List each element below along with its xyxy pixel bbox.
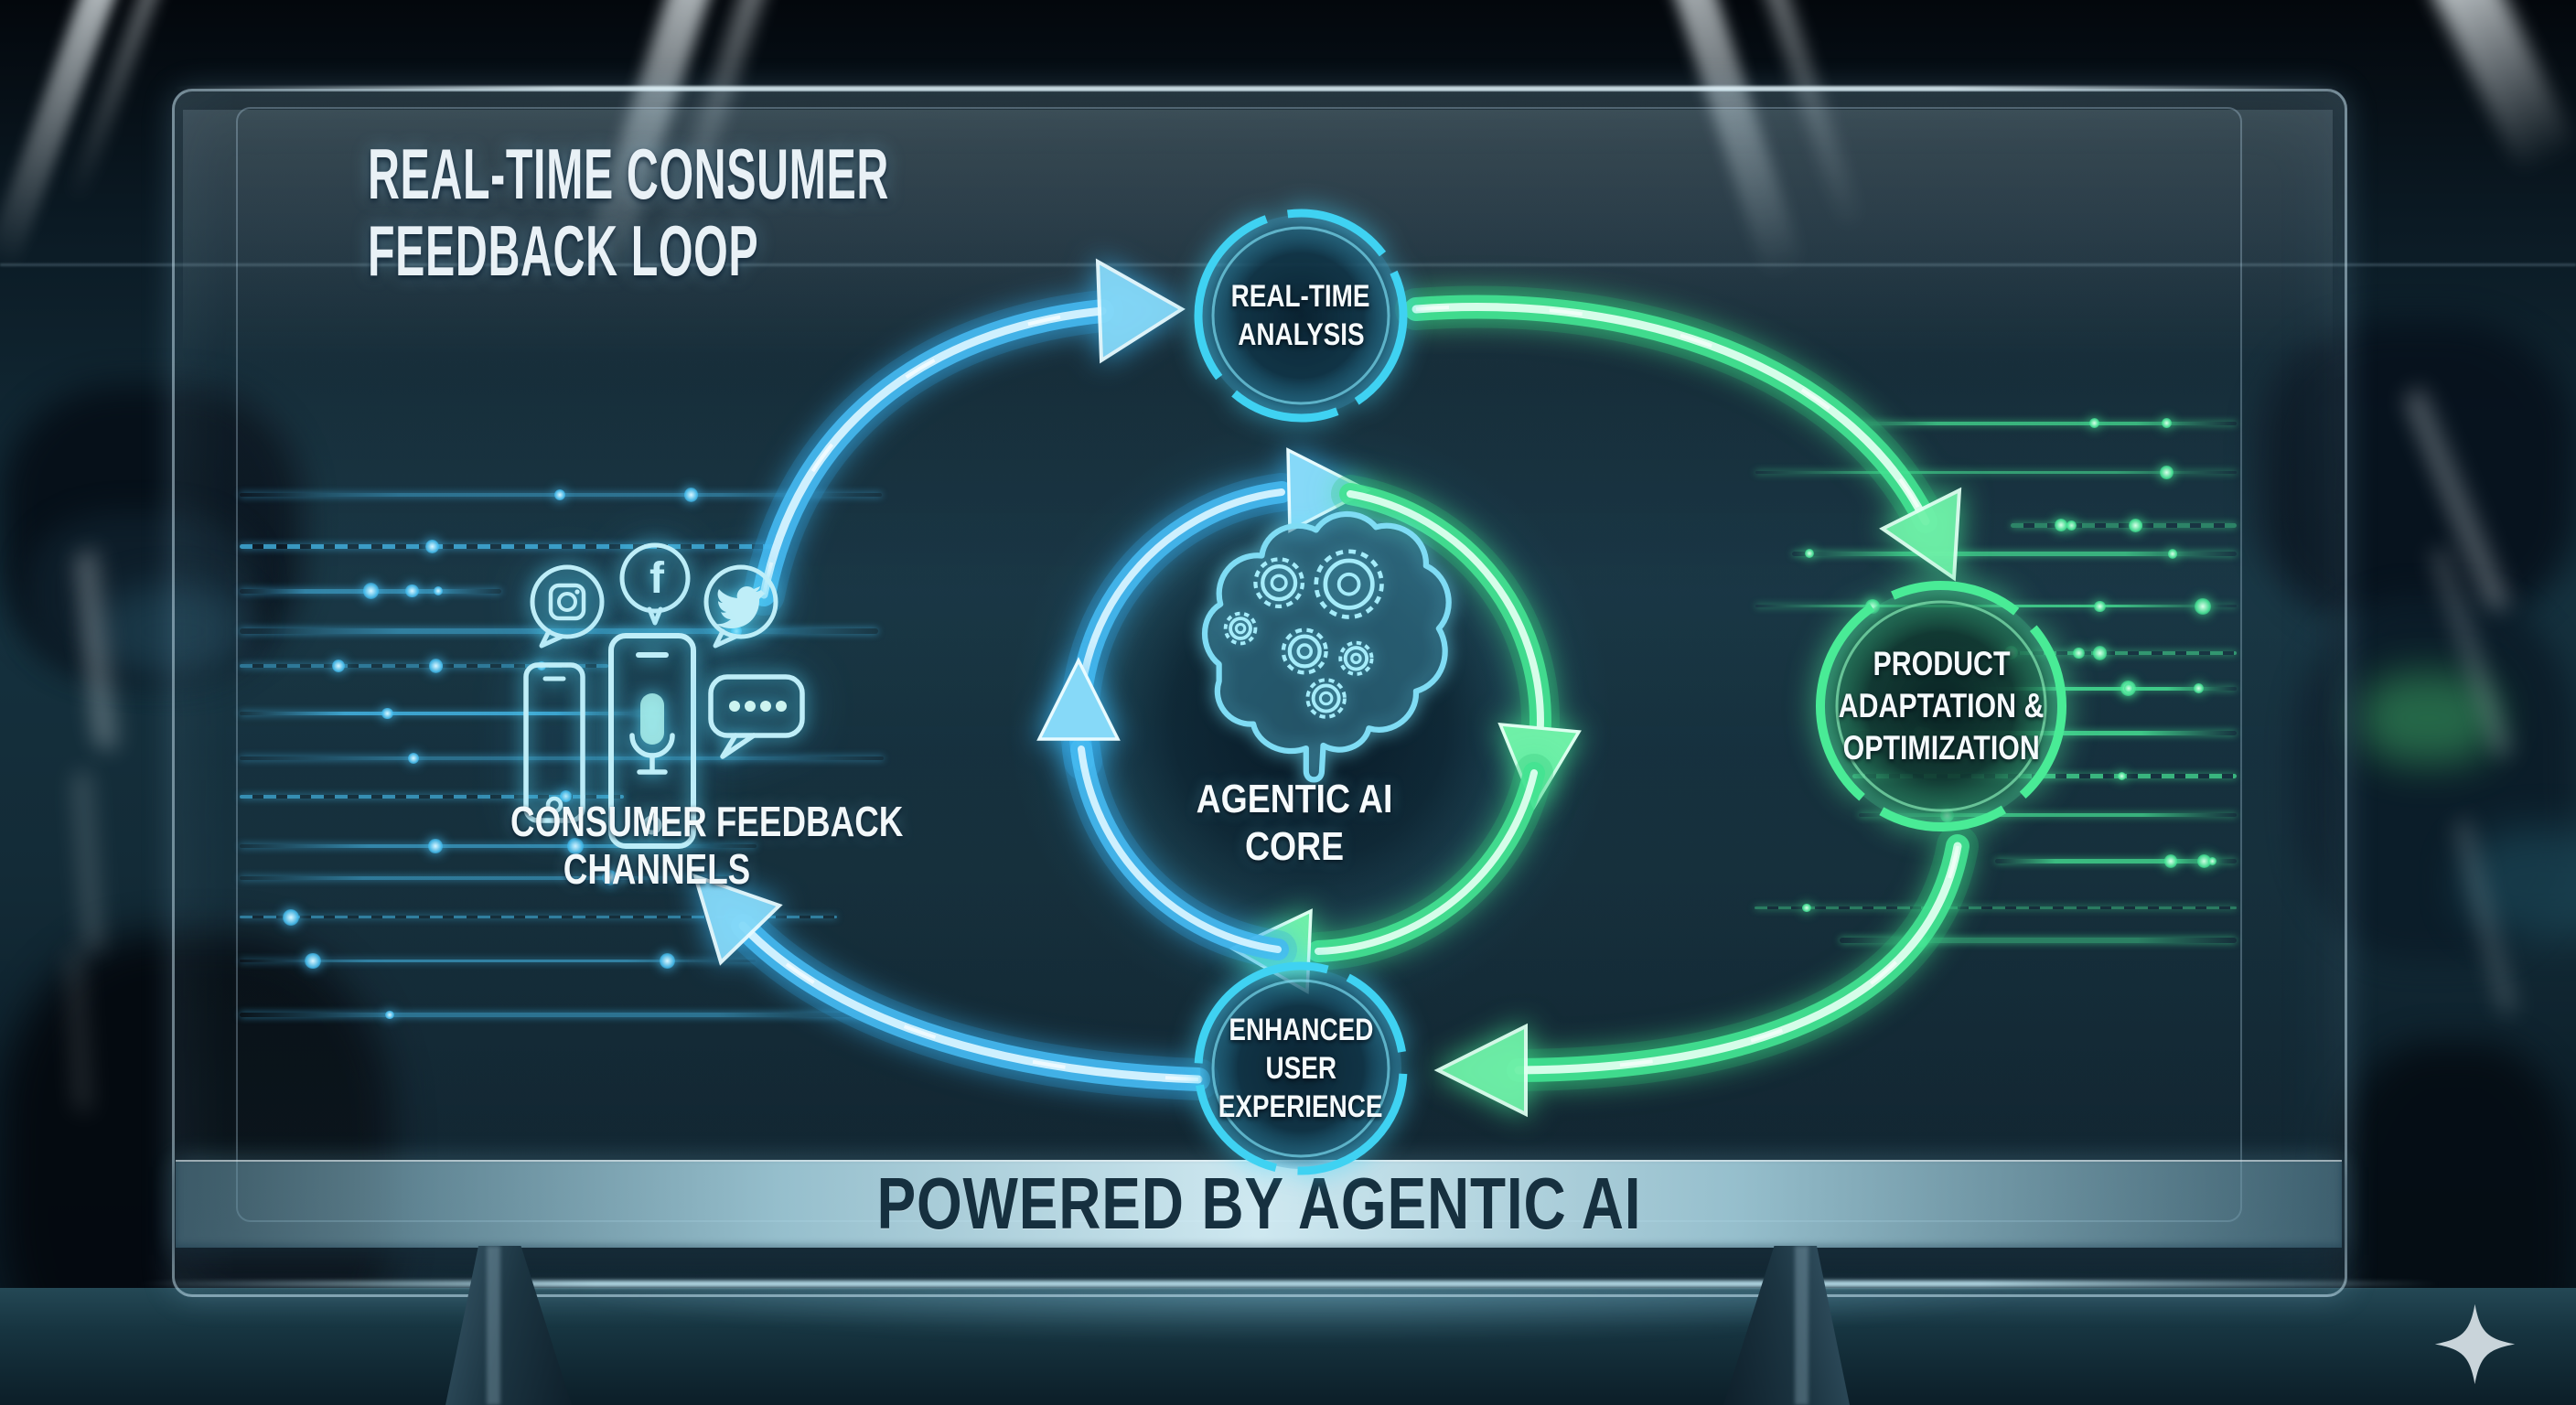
page-title: REAL-TIME CONSUMER FEEDBACK LOOP <box>368 135 1208 289</box>
background-blob <box>2360 672 2497 764</box>
node-label-line: REAL-TIME <box>1231 279 1370 314</box>
banner-text: POWERED BY AGENTIC AI <box>876 1163 1641 1244</box>
node-enhanced-user-experience: ENHANCED USER EXPERIENCE <box>1193 960 1409 1176</box>
node-label-line: EXPERIENCE <box>1218 1089 1383 1124</box>
core-label-line-1: AGENTIC AI <box>1196 777 1393 821</box>
light-streak <box>64 0 170 206</box>
light-streak <box>0 0 123 271</box>
chat-bubble-icon <box>706 670 807 761</box>
desk-surface <box>0 1288 2576 1405</box>
node-ring <box>1194 209 1408 423</box>
consumer-feedback-channels-label: CONSUMER FEEDBACK CHANNELS <box>474 798 904 893</box>
background-blob <box>2461 828 2576 938</box>
panel-top-highlight <box>172 86 2342 91</box>
title-line-2: FEEDBACK LOOP <box>368 210 759 291</box>
light-streak <box>2424 0 2576 177</box>
node-ring <box>1816 581 2066 831</box>
light-streak <box>2453 815 2523 1016</box>
voice-phone-icon <box>606 631 698 851</box>
node-product-adaptation-optimization: PRODUCT ADAPTATION & OPTIMIZATION <box>1813 578 2069 834</box>
node-label-line: USER <box>1265 1051 1336 1086</box>
node-real-time-analysis: REAL-TIME ANALYSIS <box>1193 208 1409 424</box>
sparkle-icon <box>2434 1303 2516 1385</box>
smartphone-icon <box>521 660 587 825</box>
light-streak <box>68 947 97 1113</box>
light-streak <box>2430 543 2519 759</box>
microphone-icon <box>640 693 664 745</box>
svg-text:f: f <box>649 554 665 603</box>
instagram-icon <box>521 560 613 651</box>
title-line-1: REAL-TIME CONSUMER <box>368 134 889 214</box>
light-streak <box>76 548 125 751</box>
core-label-line-2: CORE <box>1244 824 1345 869</box>
channels-label-line-2: CHANNELS <box>563 845 751 893</box>
channels-label-line-1: CONSUMER FEEDBACK <box>510 798 904 845</box>
panel-bottom-highlight <box>137 1281 2439 1287</box>
node-label-line: PRODUCT <box>1872 645 2011 682</box>
node-label-line: OPTIMIZATION <box>1842 729 2040 767</box>
agentic-ai-core-label: AGENTIC AI CORE <box>1111 776 1477 871</box>
node-label-line: ENHANCED <box>1228 1013 1374 1047</box>
light-streak <box>2403 382 2518 615</box>
node-label-line: ADAPTATION & <box>1838 687 2045 724</box>
powered-by-banner: POWERED BY AGENTIC AI <box>176 1160 2342 1248</box>
node-ring <box>1194 961 1408 1175</box>
facebook-icon: f <box>611 538 699 626</box>
node-label-line: ANALYSIS <box>1237 317 1365 352</box>
twitter-icon <box>695 560 787 651</box>
light-streak <box>74 769 109 954</box>
